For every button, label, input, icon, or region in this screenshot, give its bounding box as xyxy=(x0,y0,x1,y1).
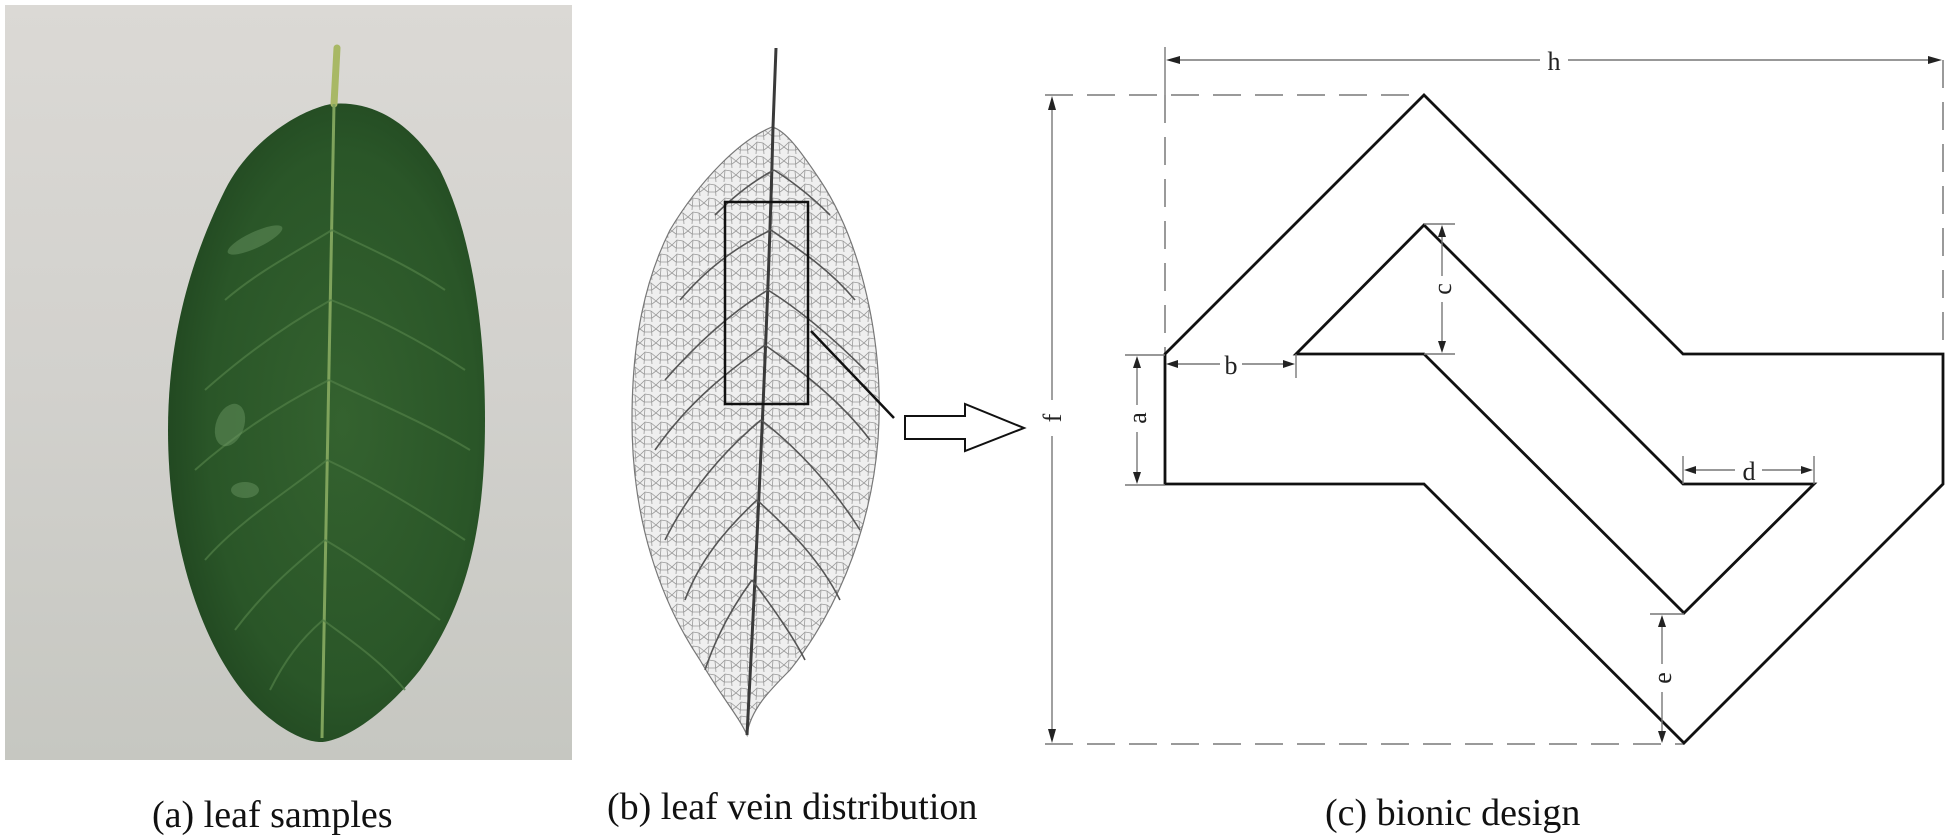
dim-label-e: e xyxy=(1648,672,1677,684)
dim-label-c: c xyxy=(1428,283,1457,295)
vein-highlight-box xyxy=(723,200,810,406)
dimension-lines xyxy=(1051,47,1938,739)
bounding-dashed-lines xyxy=(1045,60,1944,745)
caption-a: (a) leaf samples xyxy=(152,794,393,836)
bionic-design-drawing: h b d f a c e xyxy=(1038,47,1945,745)
vein-leaf-outline xyxy=(631,126,880,738)
vein-midrib xyxy=(745,47,778,736)
panel-c-bionic-design: h b d f a c e xyxy=(1030,0,1950,770)
caption-b: (b) leaf vein distribution xyxy=(607,786,978,828)
leaf-vein-image xyxy=(631,47,1027,738)
panel-b-leaf-veins xyxy=(600,0,1040,770)
leaf-photo-image xyxy=(5,5,572,760)
dim-label-d: d xyxy=(1743,457,1756,486)
caption-c: (c) bionic design xyxy=(1325,792,1581,834)
panel-a-leaf-photo xyxy=(0,0,580,770)
dim-label-b: b xyxy=(1225,351,1238,380)
dimension-labels: h b d f a c e xyxy=(1038,47,1756,684)
dim-label-a: a xyxy=(1123,412,1152,424)
arrow-right-icon xyxy=(904,402,1027,453)
leaf-highlights xyxy=(214,225,283,498)
leaf-secondary-veins xyxy=(194,229,471,691)
dim-label-h: h xyxy=(1548,47,1561,76)
dimension-arrowheads xyxy=(1048,56,1942,743)
leaf-stem xyxy=(330,44,341,108)
dim-label-f: f xyxy=(1038,413,1067,422)
callout-line xyxy=(810,330,895,419)
bionic-outline xyxy=(1163,93,1945,745)
